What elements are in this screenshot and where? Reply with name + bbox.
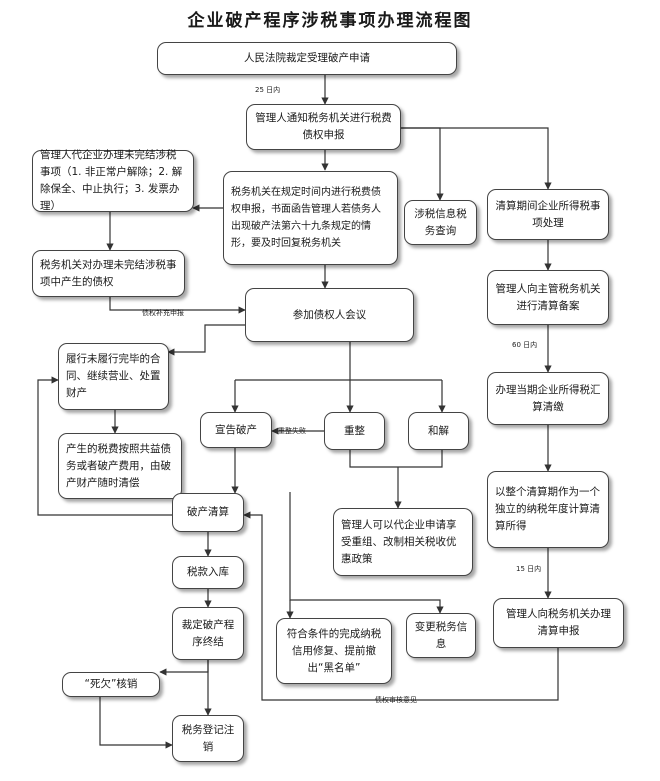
node-tax-info-query: 涉税信息税务查询 bbox=[404, 200, 477, 245]
edge-admin-review-loop bbox=[243, 511, 559, 701]
label-claim-supplement: 债权补充申报 bbox=[142, 309, 184, 317]
node-preferential: 管理人可以代企业申请享受重组、改制相关税收优惠政策 bbox=[333, 508, 473, 576]
node-annual-settlement: 办理当期企业所得税汇算清缴 bbox=[487, 372, 609, 425]
edge-storage-branch bbox=[289, 492, 444, 614]
node-declare-bankruptcy: 宣告破产 bbox=[200, 412, 272, 448]
label-within-25: 25 日内 bbox=[255, 86, 281, 94]
node-liquidation-tax: 清算期间企业所得税事项处理 bbox=[487, 189, 609, 240]
node-bankruptcy-liquidation: 破产清算 bbox=[172, 493, 244, 532]
label-reorg-failed: 重整失败 bbox=[278, 427, 306, 435]
node-admin-unfinished: 管理人代企业办理未完结涉税事项（1. 非正常户解除；2. 解除保全、中止执行；3… bbox=[32, 149, 194, 212]
node-change-info: 变更税务信息 bbox=[406, 613, 476, 658]
node-admin-liq-declare: 管理人向税务机关办理清算申报 bbox=[493, 598, 624, 648]
edge-claims-to-meeting bbox=[109, 297, 246, 314]
node-unfinished-claims: 税务机关对办理未完结涉税事项中产生的债权 bbox=[32, 250, 185, 297]
node-admin-filing: 管理人向主管税务机关进行清算备案 bbox=[487, 270, 609, 325]
edge-notify-to-query bbox=[400, 127, 444, 201]
node-taxes-paid: 产生的税费按照共益债务或者破产费用，由破产财产随时清偿 bbox=[58, 433, 182, 499]
node-cancel-reg: 税务登记注销 bbox=[172, 715, 244, 762]
node-tax-year: 以整个清算期作为一个独立的纳税年度计算清算所得 bbox=[487, 471, 609, 548]
edge-notify-to-liqtax bbox=[400, 127, 552, 190]
node-reorganization: 重整 bbox=[324, 412, 385, 450]
label-within-15: 15 日内 bbox=[516, 565, 542, 573]
node-settlement: 和解 bbox=[408, 412, 469, 450]
node-credit-repair: 符合条件的完成纳税信用修复、提前撤出“黑名单” bbox=[276, 618, 392, 684]
node-tax-storage: 税款入库 bbox=[172, 556, 244, 589]
node-unfinished-contracts: 履行未履行完毕的合同、继续营业、处置财产 bbox=[58, 343, 169, 410]
edge-loop-liq-to-contracts bbox=[37, 376, 172, 516]
page-title: 企业破产程序涉税事项办理流程图 bbox=[187, 11, 473, 31]
edge-baddebt-to-cancel bbox=[99, 697, 173, 749]
node-ruling-end: 裁定破产程序终结 bbox=[172, 607, 244, 660]
edge-ruling-to-baddebt bbox=[159, 660, 209, 676]
node-bad-debt: “死欠”核销 bbox=[62, 672, 160, 697]
node-court-accept: 人民法院裁定受理破产申请 bbox=[157, 42, 457, 75]
edge-meeting-to-contracts bbox=[167, 324, 255, 356]
edge-reorg-settle-merge bbox=[349, 450, 443, 468]
node-notify-tax: 管理人通知税务机关进行税费债权申报 bbox=[246, 104, 401, 150]
label-within-60: 60 日内 bbox=[512, 341, 538, 349]
node-tax-declare: 税务机关在规定时间内进行税费债权申报，书面函告管理人若债务人出现破产法第六十九条… bbox=[223, 171, 398, 265]
node-creditors-meeting: 参加债权人会议 bbox=[245, 288, 414, 342]
label-claim-review: 债权审核意见 bbox=[375, 696, 417, 704]
